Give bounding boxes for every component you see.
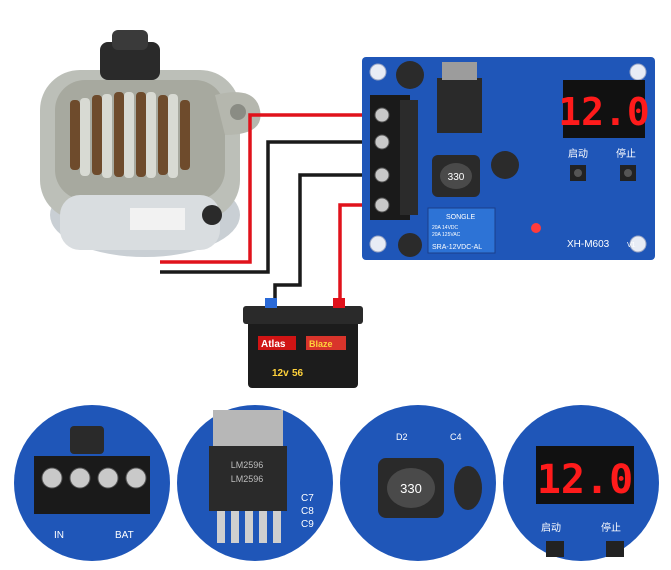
capacitor [396,61,424,89]
status-led [531,223,541,233]
battery-brand-2: Blaze [309,339,333,349]
thumb-regulator: LM2596 LM2596 C7 C8 C9 [177,405,333,561]
diode-label: D2 [396,432,408,442]
cap-label-c4: C4 [450,432,462,442]
alternator-image [40,30,261,257]
display-value: 12.0 [558,90,650,134]
inductor-code: 330 [448,172,465,183]
wire-in-positive [160,113,378,264]
cap-label-c8: C8 [301,506,314,517]
display-value-detail: 12.0 [537,457,633,503]
stop-label-detail: 停止 [601,521,621,534]
regulator-chip-label-2: LM2596 [231,474,264,484]
stop-label: 停止 [616,147,636,160]
relay-rating-1: 20A 14VDC [432,225,459,231]
battery-positive-terminal [333,298,345,308]
relay [427,207,496,254]
start-label: 启动 [568,147,588,160]
battery-voltage: 12v [272,368,289,379]
terminal-bat-label: BAT [115,530,134,541]
regulator-chip-label: LM2596 [231,460,264,470]
battery-brand: Atlas [261,339,286,350]
cap-label-c7: C7 [301,493,314,504]
wiring-scene: 330 SONGLE 20A 14VDC 20A 125VAC SRA-12VD… [40,30,655,388]
capacitor [398,233,422,257]
detail-thumbnails: IN BAT LM2596 LM2596 C7 C8 C9 D2 C4 330 … [0,398,671,570]
board-version: V1 [627,242,636,249]
voltage-display [563,80,645,138]
inductor-code-detail: 330 [400,481,422,496]
thumb-terminals: IN BAT [14,405,170,561]
relay-brand: SONGLE [446,214,476,221]
thumb-inductor: D2 C4 330 [340,405,496,561]
battery-capacity: 56 [292,368,304,379]
terminal-in-label: IN [54,530,64,541]
battery: Atlas Blaze 12v 56 [243,298,363,388]
wire-in-negative [160,140,378,274]
start-label-detail: 启动 [541,521,561,534]
charger-board: 330 SONGLE 20A 14VDC 20A 125VAC SRA-12VD… [362,57,655,260]
wires [160,113,378,310]
wire-bat-negative [273,173,378,310]
thumb-display: 12.0 启动 停止 [503,405,659,561]
capacitor [491,151,519,179]
relay-label: SRA-12VDC-AL [432,244,482,251]
regulator-chip [437,78,482,133]
relay-rating-2: 20A 125VAC [432,232,461,238]
board-model: XH-M603 [567,239,610,250]
battery-negative-terminal [265,298,277,308]
cap-label-c9: C9 [301,519,314,530]
